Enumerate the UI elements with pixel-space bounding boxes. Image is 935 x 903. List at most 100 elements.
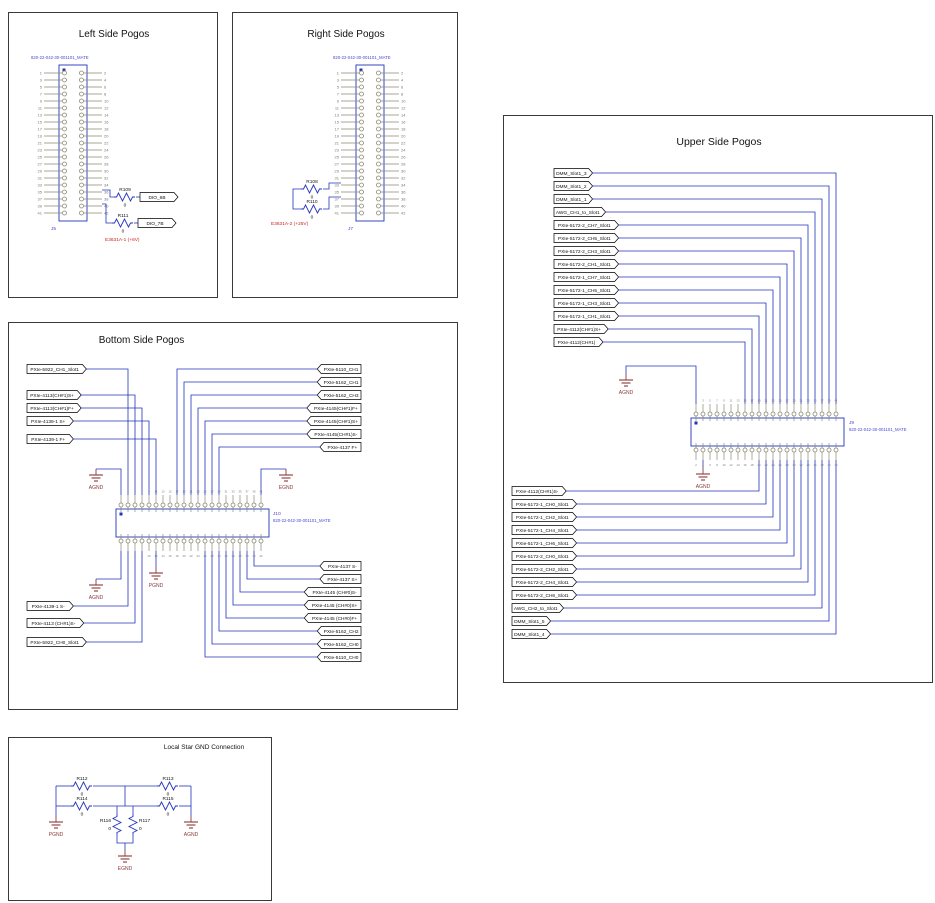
net-flag[interactable]: PXIe-4137 S+ xyxy=(319,574,362,584)
wire[interactable] xyxy=(592,198,823,404)
wire[interactable] xyxy=(618,250,795,404)
net-flag[interactable]: PXIe-5922_CH1_Slot1 xyxy=(26,364,87,374)
wire[interactable] xyxy=(116,835,134,844)
wire[interactable] xyxy=(197,407,307,495)
net-flag[interactable]: PXIe-4113(CH#1)S+ xyxy=(26,390,82,400)
net-flag[interactable]: DMM_Slot1_4 xyxy=(511,629,552,639)
connector[interactable]: 1234567891011121314151617181920212223242… xyxy=(690,399,907,468)
net-flag[interactable]: PXIe-5172-2_CH3_Slot1 xyxy=(553,246,620,256)
net-flag[interactable]: PXIe-4112(CH#1)S- xyxy=(511,486,567,496)
net-flag[interactable]: PXIe-5172-1_CH0_Slot1 xyxy=(511,499,578,509)
wire[interactable] xyxy=(618,224,809,404)
ground-symbol[interactable]: PGND xyxy=(49,816,64,838)
wire[interactable] xyxy=(576,460,774,518)
wire[interactable] xyxy=(608,328,753,404)
net-flag[interactable]: PXIe-4139-1 S- xyxy=(26,601,74,611)
wire[interactable] xyxy=(550,460,837,635)
wire[interactable] xyxy=(218,551,318,632)
net-flag[interactable]: PXIe-4145(CH#1)S- xyxy=(306,429,362,439)
wire[interactable] xyxy=(260,468,286,495)
net-flag[interactable]: PXIe-5172-1_CH6_Slot1 xyxy=(511,538,578,548)
wire[interactable] xyxy=(225,551,305,619)
net-flag[interactable]: PXIe-5172-1_CH7_Slot1 xyxy=(553,272,620,282)
wire[interactable] xyxy=(73,438,157,495)
wire[interactable] xyxy=(73,551,129,607)
net-flag[interactable]: PXIe-5110_CH1 xyxy=(316,364,362,374)
net-flag[interactable]: PXIe-4137 S- xyxy=(319,561,362,571)
net-flag[interactable]: AWG_CH1_to_Slot1 xyxy=(553,207,607,217)
wire[interactable] xyxy=(176,368,318,495)
wire[interactable] xyxy=(204,420,307,495)
wire[interactable] xyxy=(86,368,129,495)
wire[interactable] xyxy=(576,460,795,557)
net-flag[interactable]: AWG_CH2_to_Slot1 xyxy=(511,603,565,613)
ground-symbol[interactable]: EGND xyxy=(118,850,133,872)
net-flag[interactable]: PXIe-5162_CH0 xyxy=(316,639,362,649)
wire[interactable] xyxy=(576,460,767,505)
ground-symbol[interactable]: PGND xyxy=(149,567,164,589)
wire[interactable] xyxy=(239,551,305,593)
wire[interactable] xyxy=(102,189,114,198)
ground-symbol[interactable]: EGND xyxy=(279,469,294,491)
wire[interactable] xyxy=(232,551,305,606)
wire[interactable] xyxy=(96,551,122,580)
ground-symbol[interactable]: AGND xyxy=(619,374,634,396)
wire[interactable] xyxy=(576,460,802,570)
net-flag[interactable]: PXIe-5922_CH0_Slot1 xyxy=(26,637,87,647)
net-flag[interactable]: PXIe-5162_CH1 xyxy=(316,377,362,387)
net-flag[interactable]: PXIe-5172-1_CH1_Slot1 xyxy=(553,311,620,321)
net-flag[interactable]: PXIe-5172-2_CH4_Slot1 xyxy=(511,577,578,587)
net-flag[interactable]: PXIe-4113(CH#1)F+ xyxy=(26,403,82,413)
net-flag[interactable]: PXIe-4139-1 F+ xyxy=(26,434,74,444)
net-flag[interactable]: PXIe-5172-2_CH1_Slot1 xyxy=(553,259,620,269)
wire[interactable] xyxy=(323,196,341,210)
wire[interactable] xyxy=(86,551,143,643)
net-flag[interactable]: DMM_Slot1_2 xyxy=(553,181,594,191)
wire[interactable] xyxy=(211,551,318,645)
wire[interactable] xyxy=(618,289,774,404)
net-flag[interactable]: PXIe-5172-1_CH3_Slot1 xyxy=(553,298,620,308)
wire[interactable] xyxy=(102,203,112,224)
net-flag[interactable]: DMM_Slot1_1 xyxy=(553,194,594,204)
wire[interactable] xyxy=(618,315,760,404)
wire[interactable] xyxy=(190,394,318,495)
net-flag[interactable]: PXIe-4113 (CH#1)S- xyxy=(26,618,85,628)
wire[interactable] xyxy=(618,263,788,404)
wire[interactable] xyxy=(81,407,143,495)
net-flag[interactable]: PXIe-5172-1_CH4_Slot1 xyxy=(511,525,578,535)
net-flag[interactable]: DMM_Slot1_5 xyxy=(511,616,552,626)
net-flag[interactable]: PXIe-5172-2_CH6_Slot1 xyxy=(511,590,578,600)
net-flag[interactable]: PXIe-4145 (CH#0)F+ xyxy=(303,613,362,623)
wire[interactable] xyxy=(253,551,320,567)
wire[interactable] xyxy=(576,460,781,531)
net-flag[interactable]: PXIe-5172-2_CH5_Slot1 xyxy=(553,233,620,243)
net-flag[interactable]: DIO_7B xyxy=(137,218,177,228)
wire[interactable] xyxy=(618,302,767,404)
net-flag[interactable]: PXIe-4112(CH#1)S+ xyxy=(553,324,609,334)
wire[interactable] xyxy=(576,460,809,583)
net-flag[interactable]: DIO_6B xyxy=(139,192,179,202)
net-flag[interactable]: PXIe-4145 (CH#0)S- xyxy=(303,587,362,597)
wire[interactable] xyxy=(566,460,760,492)
wire[interactable] xyxy=(576,460,788,544)
net-flag[interactable]: PXIe-5172-2_CH2_Slot1 xyxy=(511,564,578,574)
net-flag[interactable]: PXIe-5172-2_CH0_Slot1 xyxy=(511,551,578,561)
wire[interactable] xyxy=(83,551,136,624)
wire[interactable] xyxy=(605,211,816,404)
wire[interactable] xyxy=(218,446,320,495)
wire[interactable] xyxy=(592,172,837,404)
ground-symbol[interactable]: AGND xyxy=(89,579,104,601)
net-flag[interactable]: DMM_Slot1_3 xyxy=(553,168,594,178)
wire[interactable] xyxy=(73,420,150,495)
wire[interactable] xyxy=(550,460,830,622)
